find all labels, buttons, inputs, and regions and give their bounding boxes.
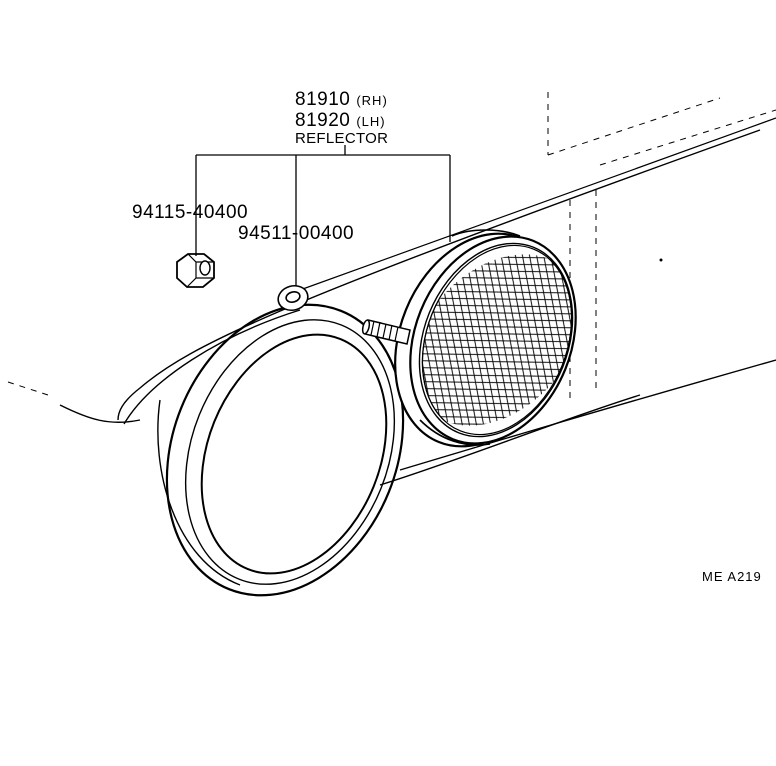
hidden-line-left-edge — [7, 381, 49, 396]
reflector-housing-bottom — [419, 419, 491, 446]
reflector-lh-side: (LH) — [356, 114, 386, 129]
reflector-housing-side — [451, 229, 521, 237]
reflector-lens-edge — [421, 244, 573, 436]
body-lower-seam — [379, 394, 641, 486]
reflector-assembly — [361, 229, 577, 448]
body-crease-line — [299, 117, 776, 291]
reflector-rim-inner — [418, 242, 574, 438]
bezel-rim-edge — [157, 399, 241, 586]
bezel-middle-ring — [184, 319, 396, 585]
figure-code: ME A219 — [702, 569, 762, 584]
hidden-line-right-top — [599, 109, 776, 166]
mounting-stud — [361, 319, 411, 345]
reflector-lh-part-number: 81920 — [295, 110, 351, 131]
body-panel-lines — [59, 117, 776, 486]
nut-part-number: 94115-40400 — [132, 202, 249, 223]
leader-lines — [195, 145, 451, 286]
reflector-rh-part-number: 81910 — [295, 89, 351, 110]
washer — [277, 284, 309, 312]
body-bottom-line — [59, 404, 141, 423]
hidden-line-top-right — [547, 97, 721, 156]
reflector-name-label: REFLECTOR — [295, 130, 389, 147]
marker-dot — [659, 258, 663, 262]
bezel-inner-ring — [200, 333, 388, 575]
reflector-rh-side: (RH) — [356, 93, 388, 108]
washer-part-number: 94511-00400 — [238, 223, 355, 244]
reflector-lh-label: 81920 (LH) — [295, 111, 386, 130]
bezel-outer-ring — [165, 303, 405, 597]
hidden-lines — [7, 92, 776, 400]
body-outline-inner — [123, 309, 301, 425]
hex-nut — [176, 253, 215, 288]
bezel-ring — [157, 303, 405, 597]
reflector-rh-label: 81910 (RH) — [295, 90, 388, 109]
body-outline-upper — [117, 129, 761, 421]
